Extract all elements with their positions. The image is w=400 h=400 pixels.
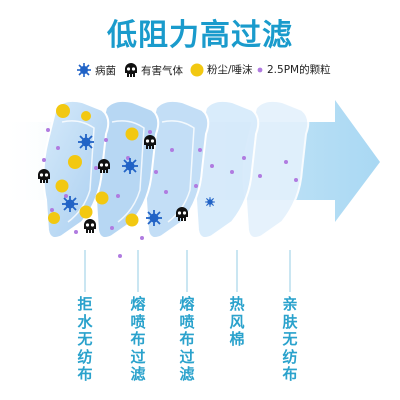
legend-label: 病菌 [95, 64, 116, 77]
skull-icon [98, 159, 110, 173]
bacteria-icon [122, 158, 138, 174]
bacteria-icon [77, 63, 91, 77]
layer-label-meltblown-1: 熔喷布过滤 [130, 295, 146, 383]
dust-dots [48, 104, 139, 227]
skull-icon [144, 135, 156, 149]
legend: 病菌 有害气体 粉尘/唾沫 2.5PM的颗粒 [0, 62, 400, 82]
skull-group [38, 135, 188, 233]
bacteria-icon [205, 197, 215, 207]
legend-label: 2.5PM的颗粒 [267, 64, 331, 76]
layer-label-meltblown-2: 熔喷布过滤 [179, 295, 195, 383]
skull-icon [38, 169, 50, 183]
particle-dot-icon [257, 67, 263, 72]
layer-label-skin-friendly: 亲肤无纺布 [282, 295, 298, 383]
dust-dot-icon [190, 63, 204, 76]
layer-label-hot-air-cotton: 热风棉 [229, 295, 245, 348]
legend-item-gas: 有害气体 [124, 62, 183, 78]
bacteria-icon [62, 196, 78, 212]
legend-item-bacteria: 病菌 [76, 62, 116, 78]
bacteria-icon [146, 210, 162, 226]
skull-icon [125, 63, 137, 77]
skull-icon [176, 207, 188, 221]
bacteria-icon [78, 134, 94, 150]
bacteria-group [62, 134, 215, 226]
legend-item-particle: 2.5PM的颗粒 [256, 62, 331, 77]
layer-label-water-repellent: 拒水无纺布 [77, 295, 93, 383]
layer-shape-1 [42, 99, 110, 239]
legend-label: 有害气体 [141, 64, 183, 77]
leader-lines [84, 250, 291, 292]
skull-icon [84, 219, 96, 233]
legend-label: 粉尘/唾沫 [207, 64, 253, 76]
legend-item-dust: 粉尘/唾沫 [190, 62, 253, 77]
page-title: 低阻力高过滤 [107, 18, 293, 53]
filter-layers [42, 99, 310, 239]
